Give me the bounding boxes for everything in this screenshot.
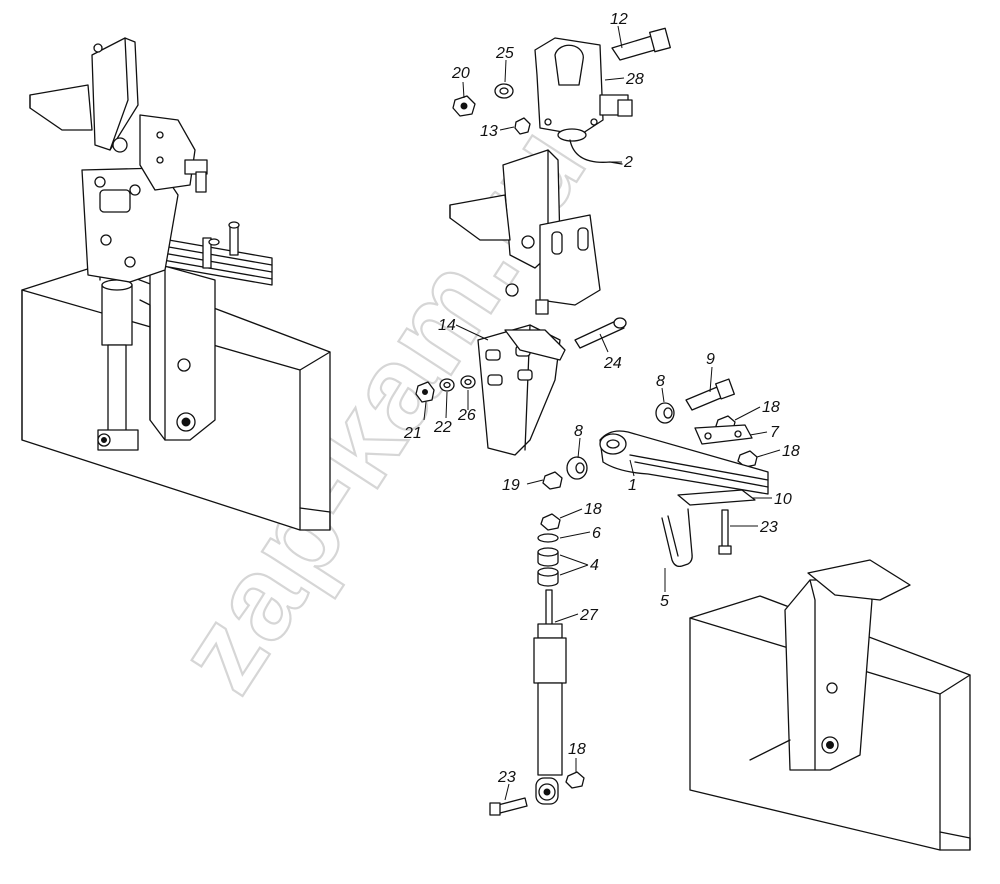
part-23-bolt-upper <box>718 509 732 555</box>
part-14-bracket <box>477 324 566 456</box>
part-18-nut-c <box>540 513 561 531</box>
left-leaf-spring <box>139 221 273 286</box>
part-25-washer <box>494 83 514 99</box>
part-9-bolt <box>685 378 735 411</box>
part-4-rubber-bushing-upper <box>537 547 559 567</box>
callout-23-lower: 23 <box>497 769 516 786</box>
callout-10: 10 <box>774 491 792 508</box>
callout-9: 9 <box>706 351 715 368</box>
part-19-nut <box>542 471 563 490</box>
leader-lines <box>423 25 781 801</box>
callout-18-c: 18 <box>584 501 602 518</box>
left-bracket <box>139 261 216 441</box>
callout-28: 28 <box>625 71 644 88</box>
callout-13: 13 <box>480 123 498 140</box>
callout-27: 27 <box>579 607 599 624</box>
part-4-rubber-bushing-lower <box>537 567 559 587</box>
callout-8-lower: 8 <box>574 423 583 440</box>
callout-2: 2 <box>623 154 633 171</box>
callout-14: 14 <box>438 317 456 334</box>
callout-labels: 12 25 20 28 13 2 14 24 9 8 18 21 22 26 7… <box>403 11 800 786</box>
callout-25: 25 <box>495 45 514 62</box>
left-assembly <box>21 37 331 531</box>
callout-1: 1 <box>628 477 637 494</box>
callout-26: 26 <box>457 407 476 424</box>
callout-18-a: 18 <box>762 399 780 416</box>
callout-18-b: 18 <box>782 443 800 460</box>
callout-24: 24 <box>603 355 622 372</box>
left-shock-absorber <box>97 279 139 451</box>
part-23-bolt-lower <box>489 797 528 816</box>
part-6-washer <box>537 533 559 543</box>
part-26-washer <box>460 375 476 389</box>
callout-18-d: 18 <box>568 741 586 758</box>
part-28-hinge-block <box>534 37 633 142</box>
callout-8-upper: 8 <box>656 373 665 390</box>
part-12-bolt <box>611 27 671 61</box>
part-10-plate <box>677 489 756 506</box>
right-frame-rail <box>689 559 971 851</box>
part-8-bushing-upper <box>655 402 675 424</box>
part-18-nut-b <box>737 450 758 468</box>
part-1-leaf-spring <box>599 430 769 495</box>
callout-20: 20 <box>451 65 470 82</box>
callout-7: 7 <box>770 424 780 441</box>
part-13-nut <box>514 117 531 135</box>
part-7-plate <box>694 424 753 445</box>
part-24-pin <box>574 317 627 349</box>
part-21-nut <box>415 381 435 403</box>
part-20-nut <box>452 95 476 117</box>
callout-5: 5 <box>660 593 669 610</box>
part-22-washer <box>439 378 455 392</box>
part-5-u-bolt <box>661 508 693 568</box>
part-18-nut-d <box>565 771 585 789</box>
middle-upper-bracket <box>449 149 601 315</box>
left-tilt-hinge <box>29 37 208 193</box>
part-8-bushing-lower <box>566 456 588 480</box>
callout-19: 19 <box>502 477 520 494</box>
callout-6: 6 <box>592 525 601 542</box>
left-support-plate <box>81 167 179 283</box>
callout-12: 12 <box>610 11 628 28</box>
callout-22: 22 <box>433 419 452 436</box>
callout-21: 21 <box>403 425 422 442</box>
callout-4: 4 <box>590 557 599 574</box>
callout-23-upper: 23 <box>759 519 778 536</box>
part-27-shock-absorber <box>533 589 567 805</box>
